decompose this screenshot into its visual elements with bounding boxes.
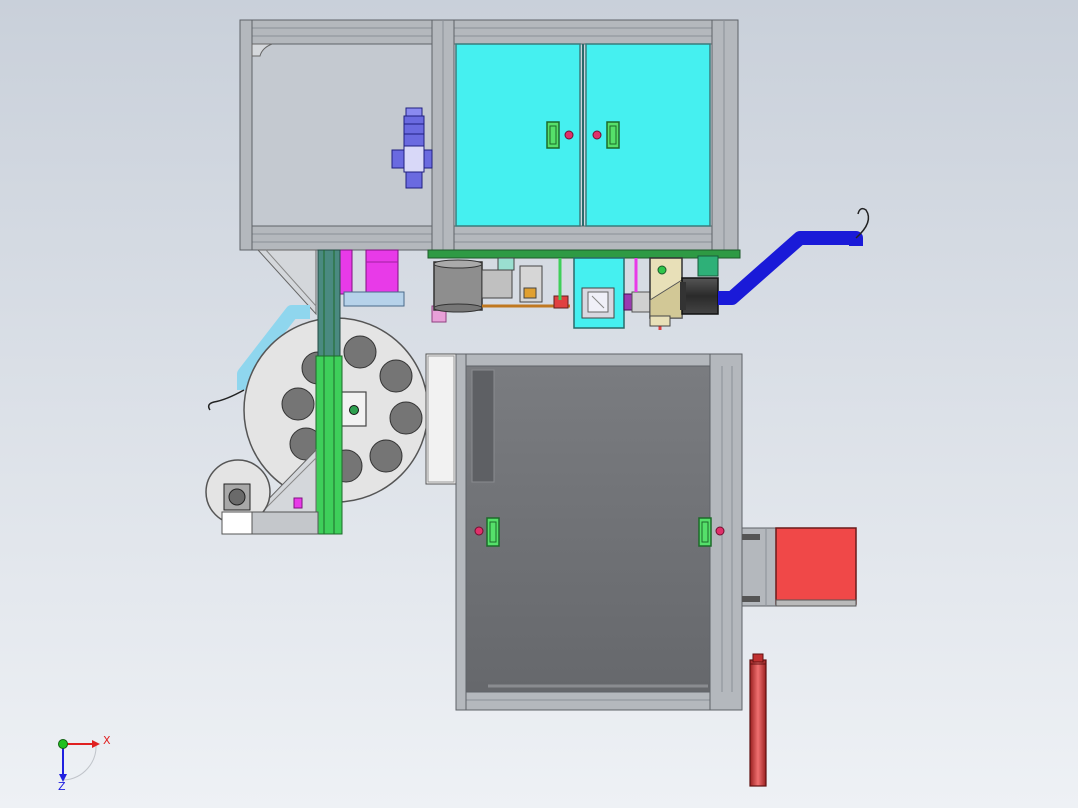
light-blue-hose[interactable] — [207, 305, 310, 411]
upper-right-post[interactable] — [711, 19, 739, 251]
blue-hose-hook-icon — [855, 207, 870, 239]
gray-cylinder-top — [433, 259, 483, 269]
triad-origin — [58, 739, 68, 749]
triad-z-label: Z — [58, 780, 66, 793]
light-blue-hose-hook-icon — [207, 389, 245, 411]
red-box-base — [775, 599, 857, 607]
motor-mount-plate — [221, 511, 253, 535]
lower-base-plate — [251, 511, 319, 535]
blue-hose[interactable] — [718, 207, 870, 305]
gray-cylinder-bottom — [433, 303, 483, 313]
small-motor-shaft — [228, 488, 246, 506]
corner-gusset — [251, 43, 273, 57]
upper-left-post[interactable] — [239, 19, 253, 251]
reel-hub-bolt — [349, 405, 359, 415]
small-wheel-assembly[interactable] — [205, 448, 319, 535]
coupling-ring — [631, 291, 651, 313]
magenta-block-right[interactable] — [365, 249, 399, 295]
right-door-handle-inner — [609, 125, 617, 145]
triad-arc — [63, 743, 97, 781]
gearbox-indicator — [657, 265, 667, 275]
enclosure-interior — [466, 366, 710, 692]
enclosure-right-handle-inner — [701, 521, 709, 543]
rod-cap — [523, 287, 537, 299]
valve-upper-body — [403, 115, 425, 147]
motor-base-bracket — [649, 315, 671, 327]
triad-z-arrowhead — [59, 774, 67, 782]
valve-center-block — [403, 145, 425, 173]
right-cabinet-door[interactable] — [585, 43, 711, 227]
red-box-bracket-tab-2 — [742, 596, 760, 602]
red-box-bracket — [741, 527, 777, 607]
valve-lower-body — [405, 171, 423, 189]
gearbox-bevel — [649, 279, 683, 319]
motor-green-cap — [697, 255, 719, 277]
disc-hole-7 — [281, 387, 315, 421]
red-cylinder-body[interactable] — [749, 659, 767, 787]
enclosure-side-panel-inner — [427, 355, 455, 483]
valve-top-cap — [405, 107, 423, 117]
servo-motor[interactable] — [681, 277, 719, 315]
right-door-knob-icon[interactable] — [592, 130, 602, 140]
enclosure-left-post[interactable] — [455, 353, 467, 711]
mid-green-plate[interactable] — [427, 249, 741, 259]
blue-bracket — [343, 291, 405, 307]
vertical-rail[interactable] — [315, 249, 343, 535]
enclosure-left-handle-inner — [489, 521, 497, 543]
triad-x-arrowhead — [92, 740, 100, 748]
servo-motor-flange — [680, 282, 686, 310]
disc-hole-3 — [389, 401, 423, 435]
purple-coupling — [623, 293, 633, 311]
small-bracket-2 — [497, 257, 515, 271]
rail-lower-green — [315, 355, 343, 535]
red-cylinder-cap — [752, 653, 764, 663]
red-box[interactable] — [775, 527, 857, 605]
magenta-block-left[interactable] — [339, 249, 353, 295]
upper-cabinet[interactable] — [239, 19, 739, 251]
red-box-bracket-tab-1 — [742, 534, 760, 540]
left-door-handle-inner — [549, 125, 557, 145]
sensor-line — [591, 295, 605, 309]
enclosure-right-post[interactable] — [709, 353, 743, 711]
diagonal-brace-line — [265, 249, 317, 307]
small-magenta-tab — [293, 497, 303, 509]
light-blue-hose-path — [237, 305, 310, 390]
coordinate-triad-icon: X Z — [58, 734, 111, 793]
disc-hole-2 — [379, 359, 413, 393]
small-bracket — [481, 269, 513, 299]
enclosure-inner-strip — [471, 369, 495, 483]
red-cylinder[interactable] — [749, 653, 767, 787]
blue-hose-path — [718, 231, 863, 305]
triad-x-label: X — [103, 734, 111, 747]
gray-cylinder-housing[interactable] — [433, 261, 483, 311]
disc-hole-1 — [343, 335, 377, 369]
diagonal-brace-upper — [256, 249, 317, 316]
lower-brace-line — [265, 457, 317, 509]
left-cabinet-door[interactable] — [455, 43, 581, 227]
lower-enclosure[interactable] — [425, 353, 743, 711]
upper-left-bay — [251, 43, 433, 227]
enclosure-top-frame[interactable] — [455, 353, 743, 367]
left-door-knob-icon[interactable] — [564, 130, 574, 140]
upper-top-frame[interactable] — [239, 19, 739, 45]
red-control-box[interactable] — [741, 527, 857, 607]
enclosure-bottom-frame[interactable] — [455, 691, 743, 711]
enclosure-right-knob-icon[interactable] — [715, 526, 725, 536]
enclosure-left-knob-icon[interactable] — [474, 526, 484, 536]
rail-upper-dark — [317, 249, 341, 361]
disc-hole-4 — [369, 439, 403, 473]
pneumatic-valve[interactable] — [391, 107, 433, 189]
upper-bottom-frame[interactable] — [239, 225, 739, 251]
enclosure-side-panel[interactable] — [425, 353, 457, 485]
